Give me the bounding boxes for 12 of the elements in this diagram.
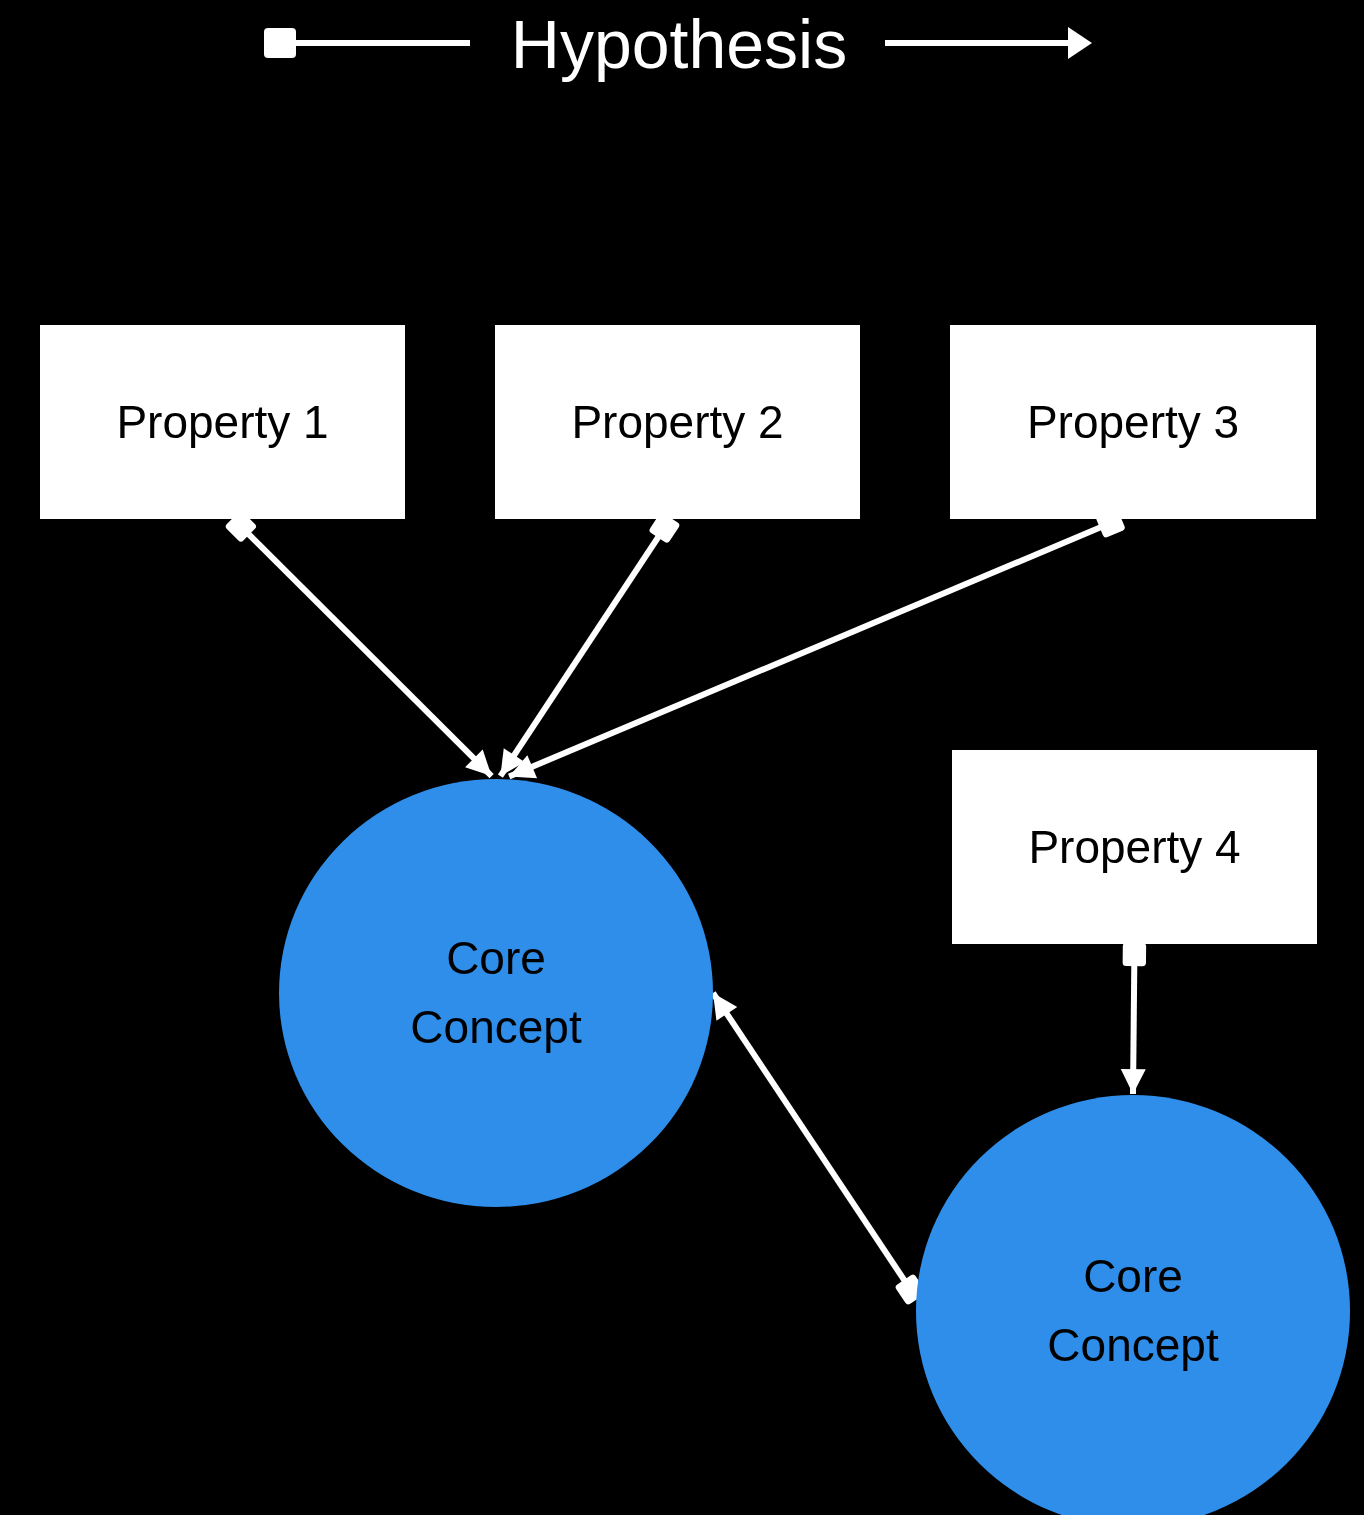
title: Hypothesis (509, 5, 849, 84)
arrow (1120, 942, 1147, 1095)
node-label: Core Concept (409, 931, 583, 1055)
node-label: Property 1 (116, 394, 329, 450)
property-box (40, 325, 405, 519)
node-label: Core Concept (1046, 1249, 1220, 1373)
property-box (950, 325, 1316, 519)
property-box (495, 325, 860, 519)
node-label: Property 3 (1026, 394, 1240, 450)
node-label: Property 2 (571, 394, 784, 450)
property-box (952, 750, 1317, 944)
node-label: Property 4 (1028, 819, 1241, 875)
